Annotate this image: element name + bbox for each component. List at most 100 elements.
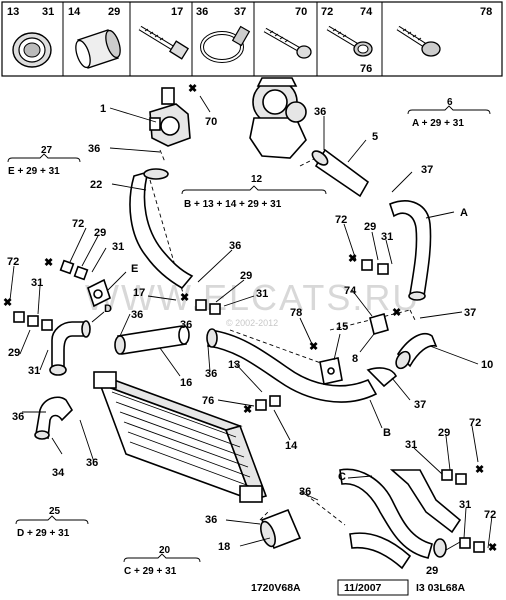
part-intercooler[interactable] (93, 371, 268, 503)
part-elbow-34[interactable] (34, 396, 74, 440)
hose-clamp-icon (200, 25, 251, 63)
footer-ref: 1720V68A (251, 582, 301, 594)
part-bracket-E[interactable] (87, 278, 111, 308)
callout-36[interactable]: 36 (131, 309, 143, 321)
callout-29[interactable]: 29 (364, 221, 376, 233)
legend-box-flange-screw[interactable]: 78 (396, 6, 492, 57)
callout-36[interactable]: 36 (205, 368, 217, 380)
part-turbocharger[interactable] (249, 77, 307, 159)
callout-34[interactable]: 34 (52, 467, 65, 479)
asterisk-marker: ✖ (475, 464, 484, 476)
callout-72[interactable]: 72 (335, 214, 347, 226)
group-formula: B + 13 + 14 + 29 + 31 (184, 199, 282, 210)
legend-right-label: 78 (480, 6, 492, 18)
callout-14[interactable]: 14 (285, 440, 298, 452)
legend-box-clamp[interactable]: 36 37 (196, 6, 251, 63)
callout-31[interactable]: 31 (31, 277, 43, 289)
leader-lines (9, 95, 493, 551)
part-hose-A[interactable] (389, 200, 432, 301)
callout-76[interactable]: 76 (202, 395, 214, 407)
callout-31[interactable]: 31 (381, 231, 393, 243)
legend-box-seal[interactable]: 13 31 (7, 6, 54, 68)
callout-31[interactable]: 31 (28, 365, 40, 377)
callout-72[interactable]: 72 (7, 256, 19, 268)
part-pipe-B[interactable] (206, 328, 397, 403)
callout-29[interactable]: 29 (438, 427, 450, 439)
legend-left-label: 36 (196, 6, 208, 18)
legend-box-screw[interactable]: 70 (263, 6, 312, 59)
legend-right-label: 74 (360, 6, 373, 18)
callout-A[interactable]: A (460, 207, 468, 219)
callout-22[interactable]: 22 (90, 179, 102, 191)
group-25[interactable]: 25 D + 29 + 31 (15, 506, 89, 539)
callout-5[interactable]: 5 (372, 131, 378, 143)
callout-C[interactable]: C (338, 471, 346, 483)
part-elbow-D[interactable] (49, 320, 91, 376)
part-actuator-1[interactable] (149, 87, 191, 147)
group-number: 25 (49, 506, 61, 517)
footer-code: I3 03L68A (416, 582, 465, 594)
callout-E[interactable]: E (131, 263, 138, 275)
callout-8[interactable]: 8 (352, 353, 358, 365)
callout-72[interactable]: 72 (484, 509, 496, 521)
callout-31[interactable]: 31 (459, 499, 471, 511)
callout-13[interactable]: 13 (228, 359, 240, 371)
callout-15[interactable]: 15 (336, 321, 348, 333)
part-pipe-C[interactable] (339, 468, 462, 570)
callout-36[interactable]: 36 (86, 457, 98, 469)
group-number: 20 (159, 545, 171, 556)
callout-1[interactable]: 1 (100, 103, 106, 115)
group-20[interactable]: 20 C + 29 + 31 (123, 545, 201, 577)
callout-29[interactable]: 29 (240, 270, 252, 282)
part-bracket-15[interactable] (319, 357, 343, 385)
callout-37[interactable]: 37 (414, 399, 426, 411)
callout-37[interactable]: 37 (464, 307, 476, 319)
part-hose-16[interactable] (114, 325, 190, 355)
callout-18[interactable]: 18 (218, 541, 230, 553)
callout-74[interactable]: 74 (344, 285, 357, 297)
part-hose-5[interactable] (310, 148, 370, 198)
part-hose-22[interactable] (129, 168, 194, 290)
callout-16[interactable]: 16 (180, 377, 192, 389)
footer: 1720V68A 11/2007 I3 03L68A (251, 579, 465, 596)
callout-31[interactable]: 31 (405, 439, 417, 451)
callout-70[interactable]: 70 (205, 116, 217, 128)
stud-bolt-icon (138, 25, 190, 60)
seal-ring-icon (12, 32, 52, 68)
legend-box-stud[interactable]: 17 (138, 6, 190, 60)
callout-29[interactable]: 29 (426, 565, 438, 577)
callout-36[interactable]: 36 (314, 106, 326, 118)
callout-72[interactable]: 72 (469, 417, 481, 429)
group-12[interactable]: 12 B + 13 + 14 + 29 + 31 (181, 174, 327, 210)
group-27[interactable]: 27 E + 29 + 31 (7, 145, 81, 177)
legend-box-flange-bolt[interactable]: 72 74 76 (321, 6, 373, 75)
callout-37[interactable]: 37 (421, 164, 433, 176)
callout-29[interactable]: 29 (8, 347, 20, 359)
callout-36[interactable]: 36 (299, 486, 311, 498)
asterisk-marker: ✖ (3, 297, 12, 309)
callout-36[interactable]: 36 (229, 240, 241, 252)
callout-36[interactable]: 36 (12, 411, 24, 423)
callout-B[interactable]: B (383, 427, 391, 439)
legend-right-label: 70 (295, 6, 307, 18)
callout-D[interactable]: D (104, 303, 112, 315)
seal-stacks (13, 259, 485, 553)
part-clip-8[interactable] (369, 313, 389, 335)
callout-36[interactable]: 36 (88, 143, 100, 155)
part-sleeve-18[interactable] (258, 508, 302, 550)
callout-31[interactable]: 31 (112, 241, 124, 253)
legend-left-label: 13 (7, 6, 19, 18)
part-hose-10[interactable] (393, 332, 438, 371)
callout-31[interactable]: 31 (256, 288, 268, 300)
callout-72[interactable]: 72 (72, 218, 84, 230)
callout-36[interactable]: 36 (180, 319, 192, 331)
callout-10[interactable]: 10 (481, 359, 493, 371)
callout-78[interactable]: 78 (290, 307, 302, 319)
legend-left-label: 72 (321, 6, 333, 18)
callout-36[interactable]: 36 (205, 514, 217, 526)
callout-29[interactable]: 29 (94, 227, 106, 239)
legend-box-sleeve[interactable]: 14 29 (68, 6, 123, 69)
group-formula: D + 29 + 31 (17, 528, 70, 539)
callout-17[interactable]: 17 (133, 287, 145, 299)
group-6[interactable]: 6 A + 29 + 31 (407, 97, 491, 129)
